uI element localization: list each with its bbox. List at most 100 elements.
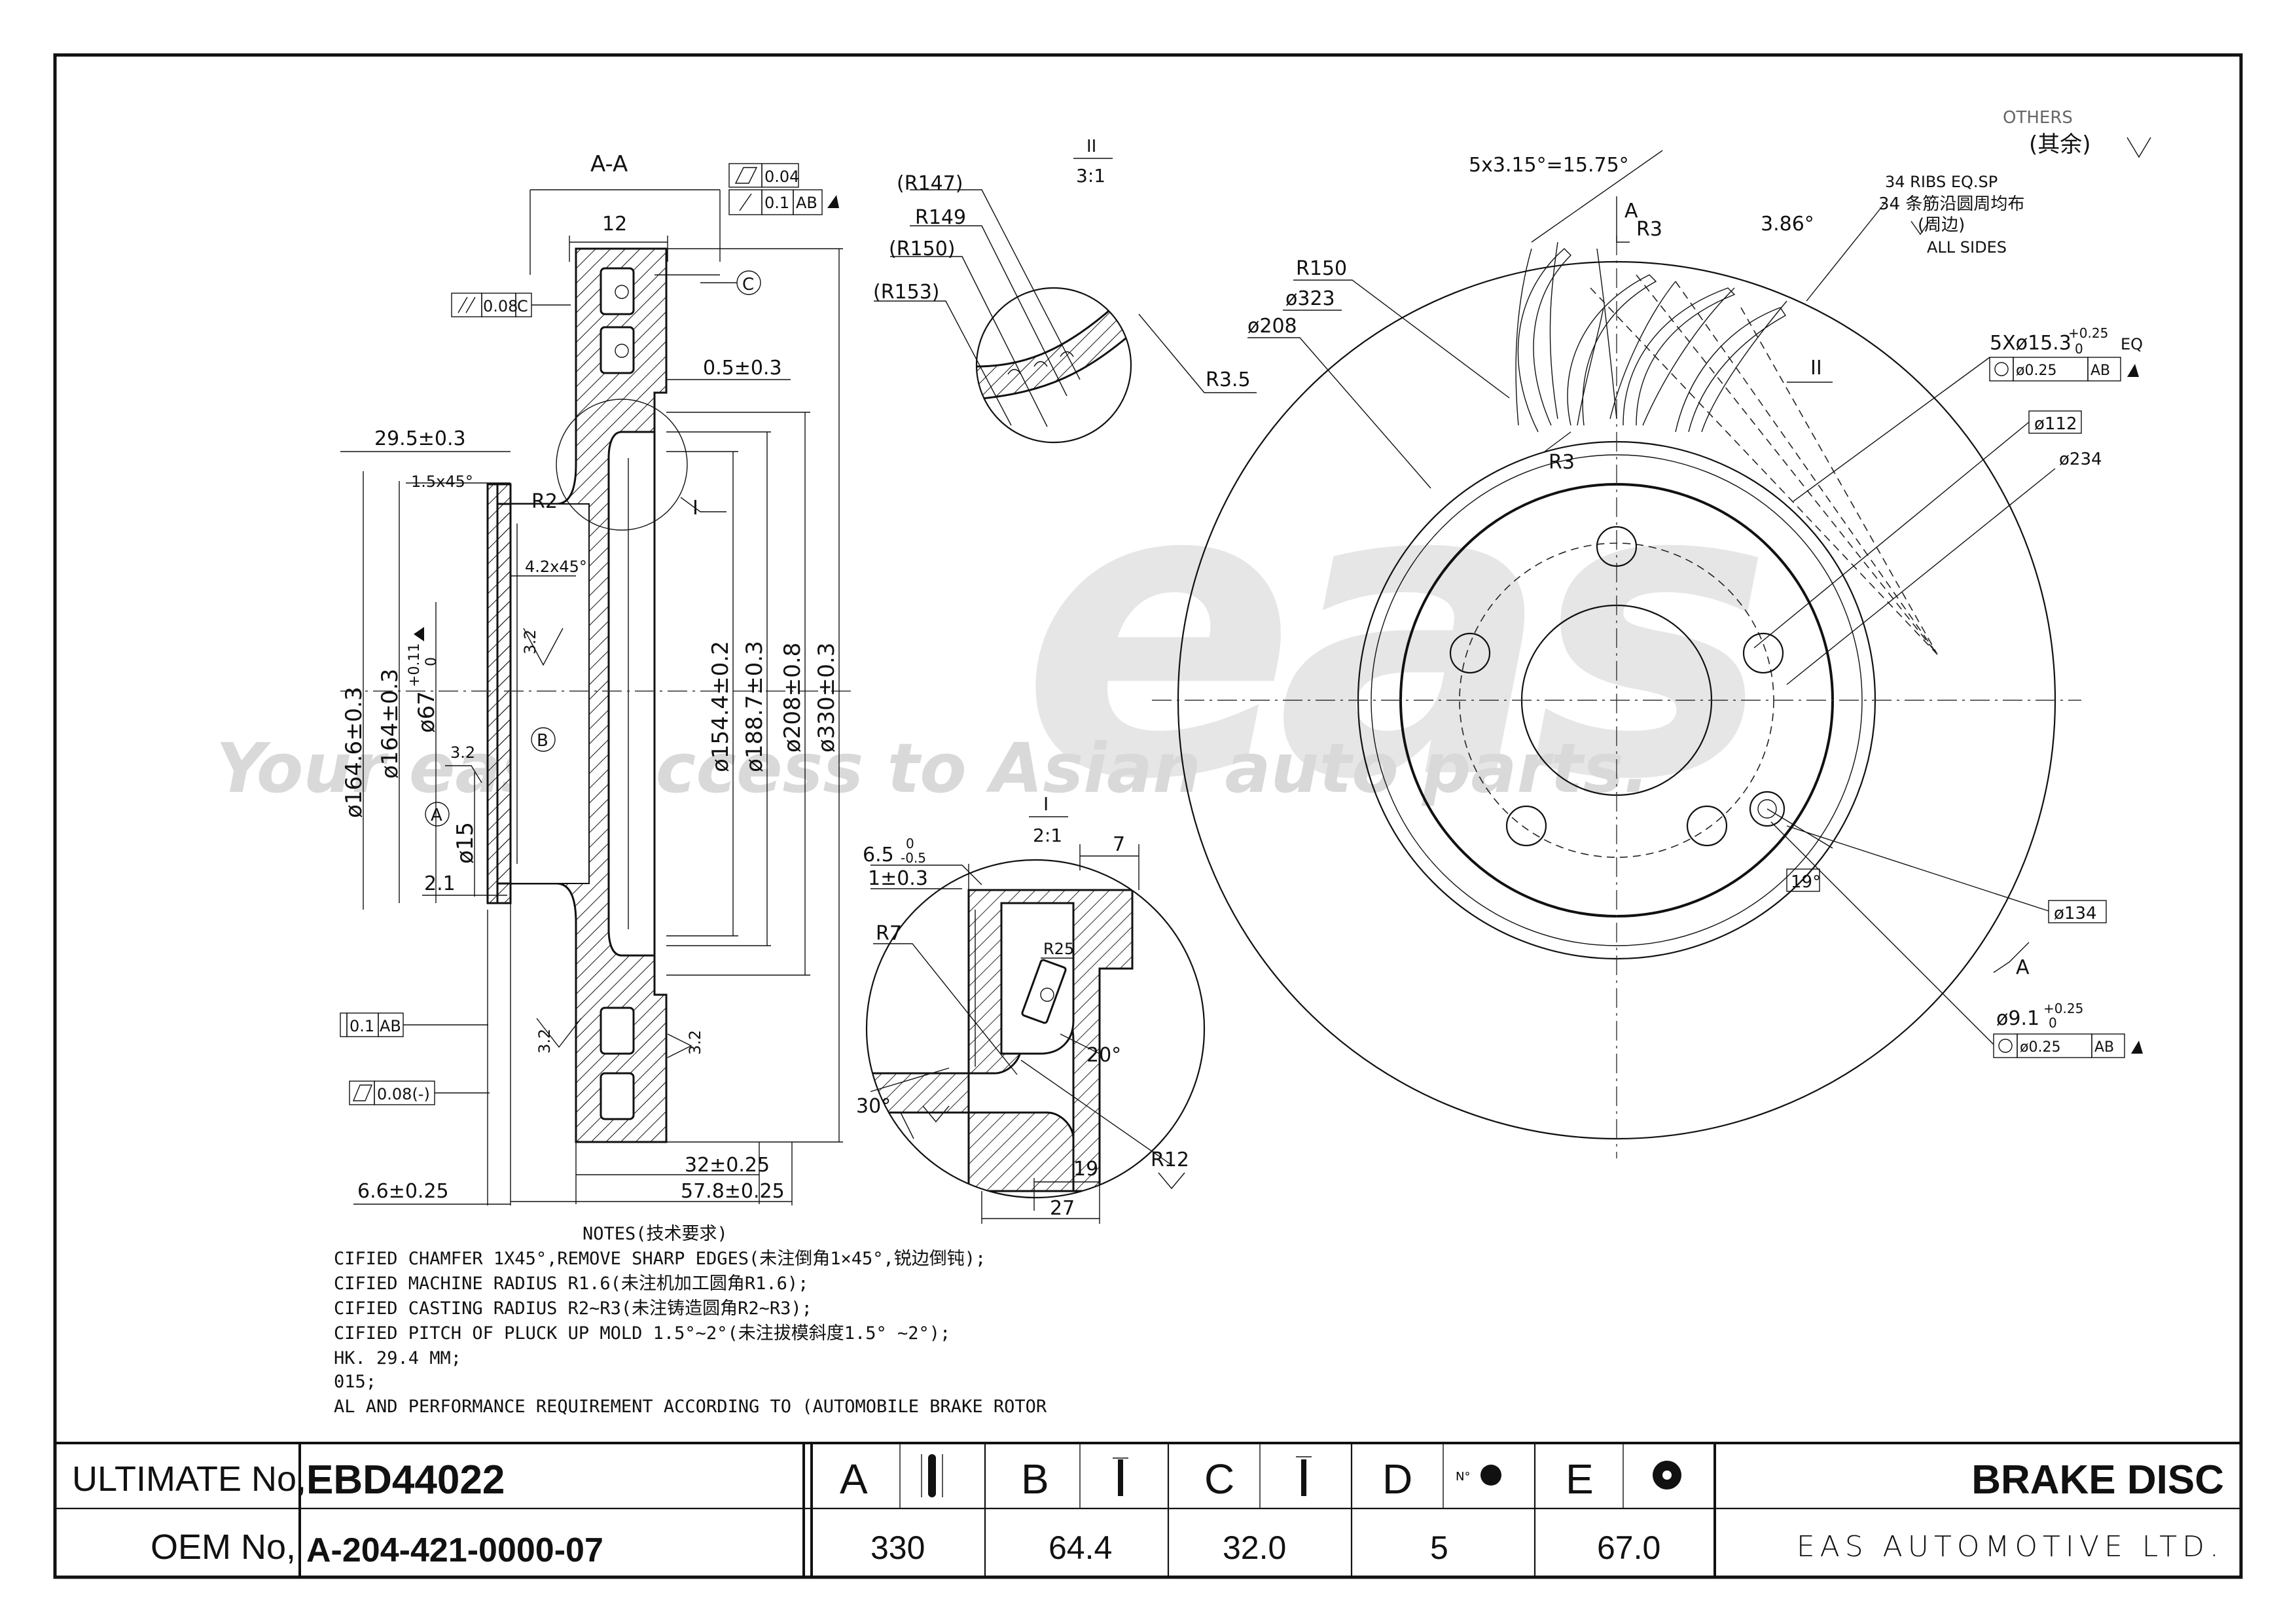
dim-6-5: 6.5: [863, 844, 894, 866]
sect-a-bot: A: [2016, 956, 2030, 979]
others-1: OTHERS: [2003, 108, 2073, 128]
holes5-lo: 0: [2075, 341, 2083, 357]
ribs-1: 34 RIBS EQ.SP: [1885, 173, 1998, 191]
dim-67-tol-lo: 0: [423, 657, 440, 666]
a19: 19°: [1791, 872, 1821, 892]
bolt-holes-icon: N°: [1456, 1465, 1501, 1486]
flatness-frame-2: 0.08(-): [349, 1080, 490, 1105]
rough-3-2-c: 3.2: [535, 1029, 554, 1054]
col-e-value: 67.0: [1597, 1529, 1660, 1566]
pos-ref: AB: [2090, 363, 2110, 379]
detail-ii-f: II: [1810, 357, 1822, 380]
col-d-value: 5: [1430, 1529, 1448, 1566]
dim-67-tol-up: +0.11: [406, 643, 423, 687]
ribs-2: 34 条筋沿圆周均布: [1878, 194, 2024, 214]
dim-27: 27: [1050, 1197, 1075, 1220]
parallel-tol: 0.08: [483, 297, 518, 315]
notes-block: NOTES(技术要求) CIFIED CHAMFER 1X45°,REMOVE …: [334, 1224, 1047, 1417]
col-e-letter: E: [1566, 1455, 1594, 1503]
others-2: (其余): [2029, 132, 2091, 158]
sheet-border: [53, 53, 2243, 1579]
dim-15: ø15: [452, 822, 478, 864]
dim-330: ø330±0.3: [814, 643, 840, 753]
angle-20: 20°: [1086, 1044, 1121, 1067]
radius-r25: R25: [1043, 940, 1074, 958]
d112: ø112: [2034, 414, 2077, 434]
holes5: 5Xø15.3: [1990, 332, 2072, 355]
a386: 3.86°: [1761, 213, 1814, 236]
dim-67: ø67: [414, 691, 440, 733]
watermark-logo: eas: [1021, 397, 1759, 868]
dim-32: 32±0.25: [685, 1154, 770, 1177]
disc-thickness-icon: [1296, 1456, 1312, 1496]
detail-i-ref: I: [692, 497, 698, 520]
watermark-slogan: Your easy access to Asian auto parts.: [216, 728, 1649, 808]
position-frame: ø0.25 AB: [1989, 357, 2139, 382]
holes5-up: +0.25: [2068, 325, 2108, 341]
position-frame-2: ø0.25 AB: [1993, 1033, 2143, 1058]
d134: ø134: [2054, 904, 2097, 923]
dim-19: 19: [1073, 1158, 1098, 1181]
dim-6-5-up: 0: [906, 836, 914, 851]
title-block: ULTIMATE No, EBD44022 OEM No, A-204-421-…: [55, 1442, 2241, 1577]
section-title: A-A: [590, 151, 628, 177]
ultimate-value: EBD44022: [306, 1457, 505, 1503]
front-view: OTHERS (其余) 5x3.15°=15.75° A R3 3.86° 34…: [1152, 108, 2151, 1158]
dim-7: 7: [1113, 833, 1125, 856]
dim-12: 12: [602, 213, 627, 236]
dim-57-8: 57.8±0.25: [681, 1180, 785, 1203]
flatness-tol: 0.04: [764, 168, 799, 186]
section-view-a-a: A-A 0.04 0.1 AB 0.08 C C: [340, 151, 851, 1205]
rough-3-2-a: 3.2: [521, 630, 539, 654]
pos2-tol: ø0.25: [2020, 1039, 2060, 1056]
parallel-ref: C: [517, 297, 528, 315]
note-line-2: CIFIED MACHINE RADIUS R1.6(未注机加工圆角R1.6);: [334, 1274, 808, 1294]
col-a-letter: A: [840, 1455, 868, 1503]
center-bore-icon: [1653, 1461, 1681, 1489]
radius-r7: R7: [876, 922, 902, 945]
radius-r12: R12: [1151, 1149, 1189, 1171]
holes5-eq: EQ: [2121, 335, 2143, 353]
dim-6-6: 6.6±0.25: [357, 1180, 449, 1203]
d323: ø323: [1285, 287, 1335, 310]
dim-208: ø208±0.8: [780, 643, 806, 753]
r150-f: R150: [1296, 257, 1347, 280]
detail-ii-scale: 3:1: [1076, 165, 1105, 187]
r150-d: (R150): [889, 238, 956, 260]
datum-c: C: [742, 275, 754, 294]
col-d-letter: D: [1382, 1455, 1412, 1503]
col-b-letter: B: [1021, 1455, 1049, 1503]
hole91-up: +0.25: [2043, 1001, 2083, 1016]
dim-29-5: 29.5±0.3: [374, 427, 466, 450]
company-name: EAS AUTOMOTIVE LTD.: [1797, 1530, 2224, 1563]
note-line-5: HK. 29.4 MM;: [334, 1348, 461, 1368]
dim-2-1: 2.1: [424, 872, 456, 895]
parallel-frame: 0.08 C: [451, 293, 571, 317]
note-line-6: 015;: [334, 1372, 376, 1392]
note-line-3: CIFIED CASTING RADIUS R2~R3(未注铸造圆角R2~R3)…: [334, 1298, 812, 1319]
radius-r2: R2: [531, 490, 558, 513]
runout-ref: AB: [796, 194, 817, 212]
r153: (R153): [873, 281, 940, 304]
r147: (R147): [897, 172, 963, 195]
watermark: eas Your easy access to Asian auto parts…: [216, 397, 1779, 868]
r149: R149: [915, 206, 966, 229]
datum-a: A: [431, 806, 442, 825]
dim-188-7: ø188.7±0.3: [742, 641, 768, 772]
svg-text:N°: N°: [1456, 1470, 1470, 1484]
sect-a-top: A: [1624, 200, 1638, 223]
rough-3-2-b: 3.2: [450, 743, 475, 762]
notes-title: NOTES(技术要求): [583, 1224, 728, 1244]
datum-b: B: [537, 731, 548, 751]
ultimate-label: ULTIMATE No,: [72, 1459, 306, 1499]
dim-154-4: ø154.4±0.2: [708, 641, 734, 772]
note-line-7: AL AND PERFORMANCE REQUIREMENT ACCORDING…: [334, 1397, 1047, 1417]
d208-f: ø208: [1247, 315, 1297, 338]
oem-label: OEM No,: [151, 1527, 296, 1567]
runout-frame-2: 0.1 AB: [340, 1012, 488, 1037]
hole91-lo: 0: [2049, 1015, 2057, 1031]
detail-i-scale: 2:1: [1033, 825, 1062, 846]
oem-value: A-204-421-0000-07: [306, 1531, 603, 1569]
d234: ø234: [2059, 450, 2102, 469]
